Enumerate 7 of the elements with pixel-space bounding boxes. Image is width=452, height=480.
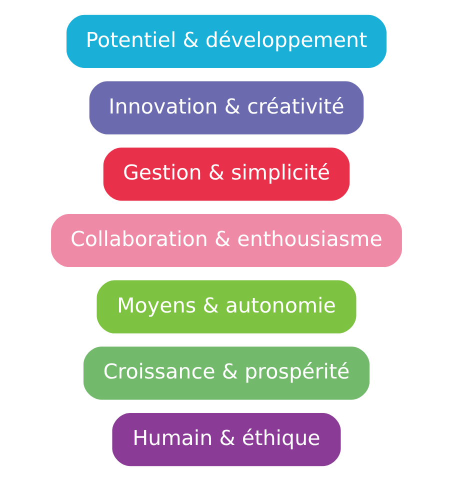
node-box: Gestion & simplicité (102, 147, 350, 200)
node-box: Humain & éthique (112, 412, 340, 466)
node-box: Innovation & créativité (88, 80, 364, 134)
node-box: Potentiel & développement (66, 14, 386, 68)
node-box: Collaboration & enthousiasme (50, 213, 402, 267)
node-box: Croissance & prospérité (82, 346, 370, 400)
node-box: Moyens & autonomie (96, 280, 356, 333)
